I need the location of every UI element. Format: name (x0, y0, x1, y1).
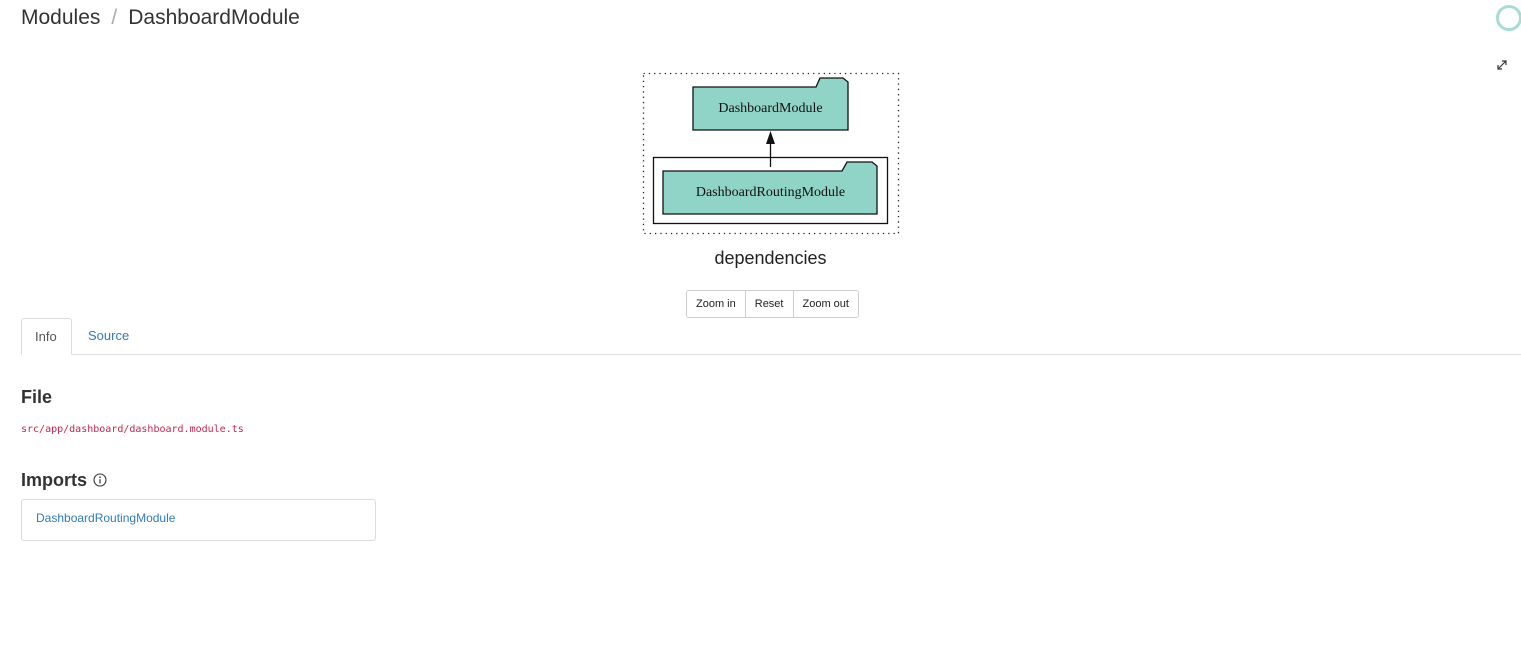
info-circle-icon[interactable] (93, 473, 107, 487)
graph-cluster (642, 72, 900, 235)
zoom-reset-button[interactable]: Reset (745, 291, 794, 317)
graph-edge (766, 131, 775, 167)
breadcrumb: Modules / DashboardModule (21, 6, 300, 30)
breadcrumb-parent[interactable]: Modules (21, 6, 101, 29)
zoom-in-button[interactable]: Zoom in (687, 291, 746, 317)
graph-node-import-label: DashboardRoutingModule (696, 185, 845, 200)
zoom-out-button[interactable]: Zoom out (793, 291, 858, 317)
file-path: src/app/dashboard/dashboard.module.ts (21, 424, 244, 435)
graph-node-import[interactable]: DashboardRoutingModule (662, 161, 878, 215)
breadcrumb-separator: / (111, 6, 118, 29)
graph-title: dependencies (714, 248, 827, 268)
imports-list: DashboardRoutingModule (21, 499, 376, 541)
graph-node-module[interactable]: DashboardModule (692, 77, 849, 131)
tab-source[interactable]: Source (88, 328, 130, 343)
graph-node-import-shape (662, 161, 878, 215)
expand-arrows-icon[interactable] (1495, 58, 1509, 72)
zoom-controls: Zoom in Reset Zoom out (686, 290, 859, 318)
tab-info[interactable]: Info (21, 318, 72, 355)
graph-import-container (652, 156, 889, 225)
breadcrumb-current: DashboardModule (128, 6, 300, 29)
file-heading: File (21, 387, 53, 407)
graph-node-module-label: DashboardModule (718, 101, 822, 116)
dependency-graph[interactable]: DashboardModule DashboardRoutingModule (640, 70, 902, 238)
import-link[interactable]: DashboardRoutingModule (36, 511, 176, 525)
imports-heading: Imports (21, 470, 88, 490)
tab-bar: Info Source (21, 318, 1521, 355)
graph-node-module-shape (692, 77, 849, 131)
spinner-icon (1496, 5, 1521, 31)
